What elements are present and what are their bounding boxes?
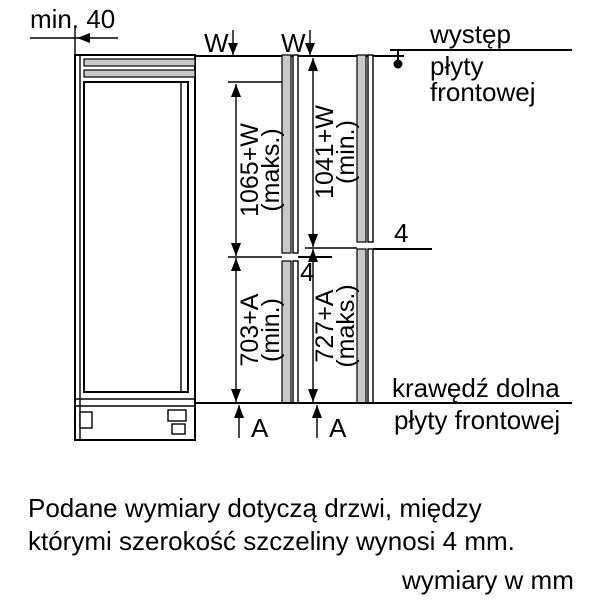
units-note: wymiary w mm	[401, 565, 574, 595]
a-label-left: A	[251, 413, 269, 443]
front-panel-right-upper-face	[367, 54, 374, 243]
cabinet-foot-right-upper	[167, 409, 187, 422]
note-line2: którymi szerokość szczeliny wynosi 4 mm.	[28, 526, 515, 556]
front-panel-right-upper	[356, 54, 367, 243]
w-label-left: W	[204, 28, 229, 58]
cabinet-top-bar-1	[83, 58, 196, 67]
protrusion-label-line2: płyty	[430, 51, 483, 81]
note-line1: Podane wymiary dotyczą drzwi, między	[28, 493, 482, 523]
dim-lower-right-value: 727+A	[311, 289, 339, 362]
dim-upper-left-arrow-top	[231, 84, 241, 97]
min-clearance-label: min. 40	[30, 4, 115, 34]
a-arrow-left-head	[234, 405, 244, 418]
dim-upper-right-value: 1041+W	[311, 105, 339, 199]
w-arrow-right-head	[305, 43, 315, 55]
a-arrow-right-head	[312, 405, 322, 418]
cabinet-foot-right-lower	[171, 423, 186, 435]
front-panel-right-lower-face	[367, 248, 374, 404]
bottom-edge-label-line1: krawędź dolna	[392, 373, 560, 403]
dim-upper-left-arrow-bottom	[231, 243, 241, 256]
cabinet-foot-left	[79, 411, 93, 429]
dim-upper-right-qualifier: (min.)	[332, 120, 360, 184]
dim-lower-left-value: 703+A	[236, 293, 264, 366]
bottom-edge-label-line2: płyty frontowej	[394, 405, 560, 435]
dim-lower-left-arrow-bottom	[231, 389, 241, 402]
front-panel-left-lower-face	[292, 260, 299, 404]
dim-upper-right-arrow-bottom	[308, 234, 318, 247]
dim-lower-left-qualifier: (min.)	[257, 298, 285, 362]
protrusion-label-line3: frontowej	[430, 77, 536, 107]
w-arrow-left-head	[228, 43, 238, 55]
dim-lower-right-qualifier: (maks.)	[332, 284, 360, 367]
dim-lower-left-arrow-top	[231, 258, 241, 271]
dim-lower-right-arrow-top	[308, 249, 318, 262]
a-label-right: A	[329, 413, 347, 443]
dim-upper-right-arrow-top	[308, 58, 318, 71]
appliance-door	[83, 81, 189, 393]
protrusion-label-line1: występ	[429, 19, 511, 49]
right-gap-label: 4	[394, 218, 408, 248]
w-label-right: W	[281, 28, 306, 58]
dim-lower-right-arrow-bottom	[308, 389, 318, 402]
front-panel-left-upper	[281, 54, 292, 254]
dim-upper-left-qualifier: (maks.)	[257, 128, 285, 211]
left-gap-label: 4	[300, 257, 314, 287]
cabinet-top-bar-2	[83, 69, 196, 78]
min-clearance-arrowhead	[77, 33, 90, 43]
protrusion-callout-dot	[393, 59, 403, 69]
front-panel-left-upper-face	[292, 54, 299, 254]
dim-upper-left-value: 1065+W	[236, 123, 264, 217]
